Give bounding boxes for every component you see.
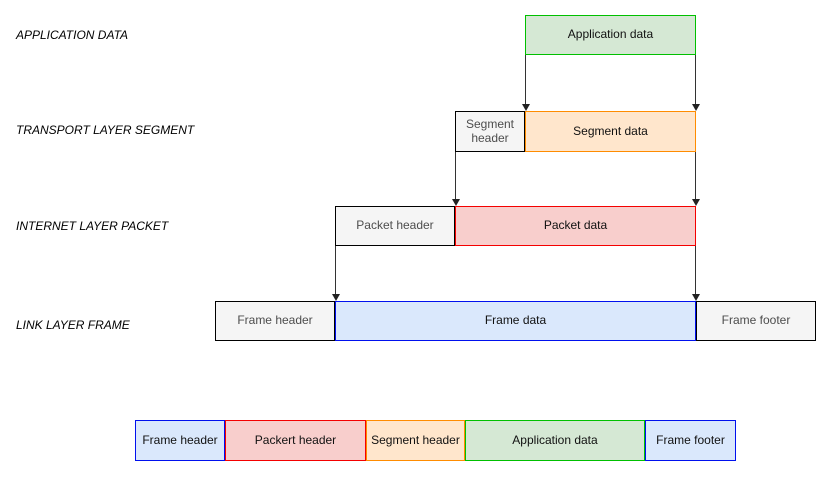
bottom-frame-header-box: Frame header: [135, 420, 225, 461]
layer-label-transport-layer-segment: TRANSPORT LAYER SEGMENT: [16, 123, 195, 137]
application-data-box: Application data: [525, 15, 696, 55]
frame-data-box: Frame data: [335, 301, 696, 341]
layer-label-internet-layer-packet: INTERNET LAYER PACKET: [16, 219, 169, 233]
layer-label-link-layer-frame: LINK LAYER FRAME: [16, 318, 130, 332]
frame-header-box: Frame header: [215, 301, 335, 341]
down-arrow-segment-to-packet-left: [451, 152, 460, 206]
segment-data-box: Segment data: [525, 111, 696, 152]
bottom-packet-header-box: Packert header: [225, 420, 366, 461]
bottom-application-data-box: Application data: [465, 420, 645, 461]
bottom-segment-header-box: Segment header: [366, 420, 465, 461]
down-arrow-packet-to-frame-left: [331, 246, 340, 301]
frame-footer-box: Frame footer: [696, 301, 816, 341]
bottom-frame-footer-box: Frame footer: [645, 420, 736, 461]
segment-header-box: Segment header: [455, 111, 525, 152]
down-arrow-app-to-segment-left: [521, 55, 530, 111]
down-arrow-app-to-segment-right: [691, 55, 700, 111]
down-arrow-segment-to-packet-right: [691, 152, 700, 206]
packet-header-box: Packet header: [335, 206, 455, 246]
layer-label-application-data: APPLICATION DATA: [16, 28, 129, 42]
packet-data-box: Packet data: [455, 206, 696, 246]
down-arrow-packet-to-frame-right: [691, 246, 700, 301]
